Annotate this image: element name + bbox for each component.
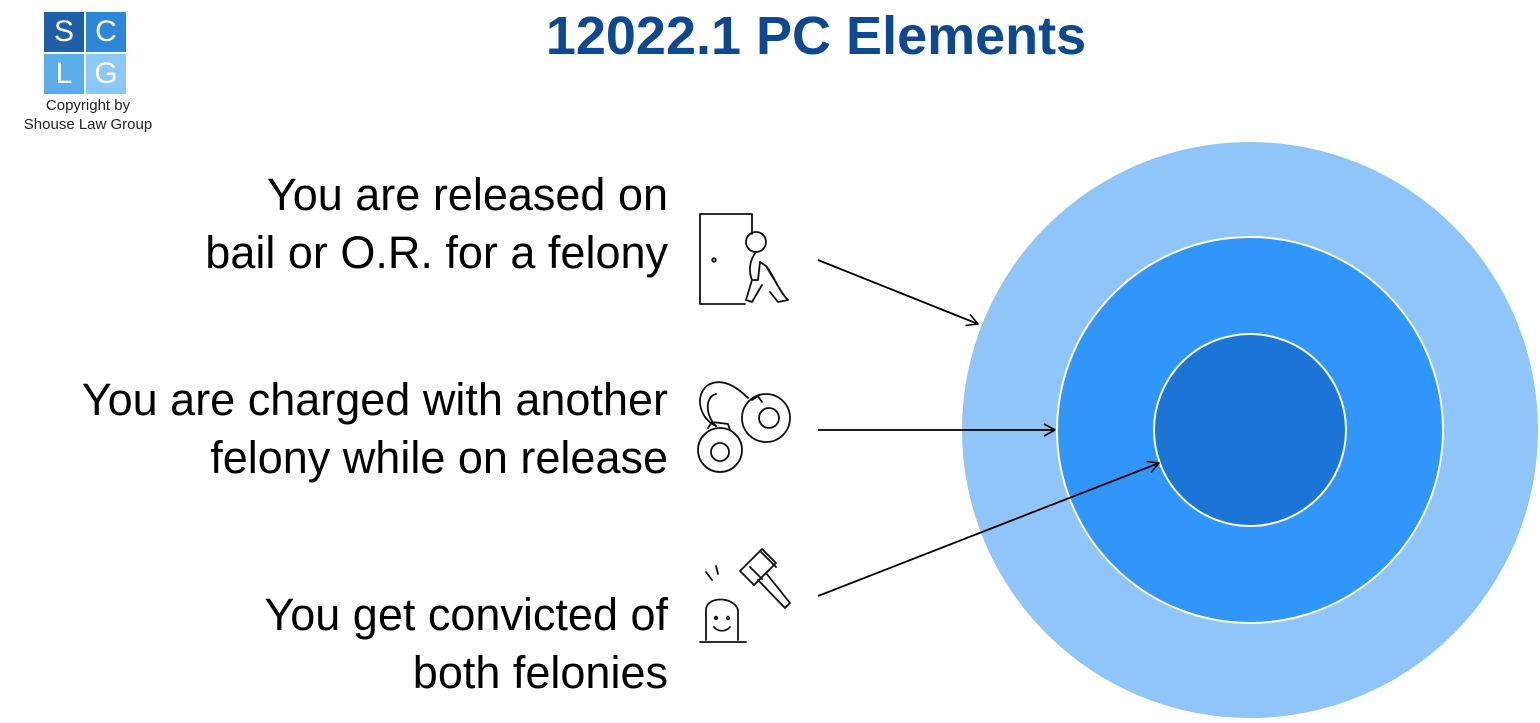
door-walking-person-icon xyxy=(699,213,789,305)
page-title: 12022.1 PC Elements xyxy=(545,6,1087,66)
logo-cell-l: L xyxy=(44,54,84,94)
copyright-line-2: Shouse Law Group xyxy=(23,116,153,133)
copyright-notice: Copyright by Shouse Law Group xyxy=(8,96,168,134)
gavel-icon xyxy=(699,548,791,643)
arrow-1 xyxy=(817,259,979,327)
inner-circle xyxy=(1153,333,1347,527)
element-1-text: You are released on bail or O.R. for a f… xyxy=(205,166,668,282)
sclg-logo: S C L G xyxy=(44,12,126,94)
handcuffs-icon xyxy=(697,381,791,473)
logo-cell-g: G xyxy=(86,54,126,94)
element-1-line-1: You are released on xyxy=(266,169,668,220)
element-1-line-2: bail or O.R. for a felony xyxy=(205,227,668,278)
arrow-3 xyxy=(817,460,1160,597)
element-2-text: You are charged with another felony whil… xyxy=(82,371,668,487)
element-3-text: You get convicted of both felonies xyxy=(264,586,668,702)
logo-cell-s: S xyxy=(44,12,84,52)
copyright-line-1: Copyright by xyxy=(45,97,131,114)
element-2-line-1: You are charged with another xyxy=(81,374,668,425)
logo-cell-c: C xyxy=(86,12,126,52)
element-2-line-2: felony while on release xyxy=(210,432,668,483)
element-3-line-2: both felonies xyxy=(412,647,668,698)
element-3-line-1: You get convicted of xyxy=(264,589,668,640)
